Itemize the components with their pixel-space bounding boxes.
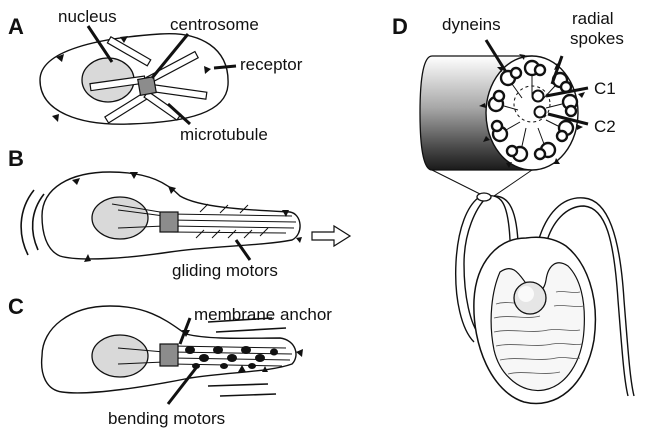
panel-a-centrosome bbox=[138, 77, 157, 96]
panel-c-bending-motors-label: bending motors bbox=[108, 409, 225, 428]
panel-d-c1-label: C1 bbox=[594, 79, 616, 98]
panel-a-receptor-label: receptor bbox=[240, 55, 303, 74]
panel-b-nucleus bbox=[92, 197, 148, 239]
panel-b-direction-arrow bbox=[312, 226, 350, 246]
panel-a-receptor-leader bbox=[214, 66, 236, 68]
panel-d-central-c1 bbox=[533, 91, 544, 102]
panel-b-gliding-motors-leader bbox=[236, 240, 250, 260]
panel-a-microtubule-label: microtubule bbox=[180, 125, 268, 144]
panel-c-letter: C bbox=[8, 294, 24, 319]
panel-d-radial-label-line2: spokes bbox=[570, 29, 624, 48]
panel-d-dyneins-label: dyneins bbox=[442, 15, 501, 34]
panel-d-pyrenoid-highlight bbox=[518, 286, 534, 302]
panel-b: B bbox=[8, 146, 350, 280]
panel-c-nucleus bbox=[92, 335, 148, 377]
panel-c-bending-motors-leader bbox=[168, 368, 196, 404]
panel-a-nucleus-label: nucleus bbox=[58, 7, 117, 26]
panel-b-centrosome bbox=[160, 212, 178, 232]
panel-d-central-c2 bbox=[535, 107, 546, 118]
panel-d-zoom-line-left bbox=[432, 170, 484, 196]
panel-d-letter: D bbox=[392, 14, 408, 39]
panel-a-centrosome-label: centrosome bbox=[170, 15, 259, 34]
panel-b-letter: B bbox=[8, 146, 24, 171]
panel-a-letter: A bbox=[8, 14, 24, 39]
panel-a: A nucleus centrosome receptor microtubul… bbox=[8, 7, 303, 144]
panel-d: D bbox=[392, 9, 634, 404]
panel-b-gliding-motors-label: gliding motors bbox=[172, 261, 278, 280]
panel-c-oscillation-lines bbox=[208, 318, 286, 396]
panel-d-radial-label-line1: radial bbox=[572, 9, 614, 28]
panel-c-centrosome bbox=[160, 344, 178, 366]
panel-c-membrane-anchor-label: membrane anchor bbox=[194, 305, 332, 324]
panel-c: C bbox=[8, 294, 332, 428]
panel-d-zoom-line-right bbox=[494, 170, 532, 196]
panel-d-c2-label: C2 bbox=[594, 117, 616, 136]
